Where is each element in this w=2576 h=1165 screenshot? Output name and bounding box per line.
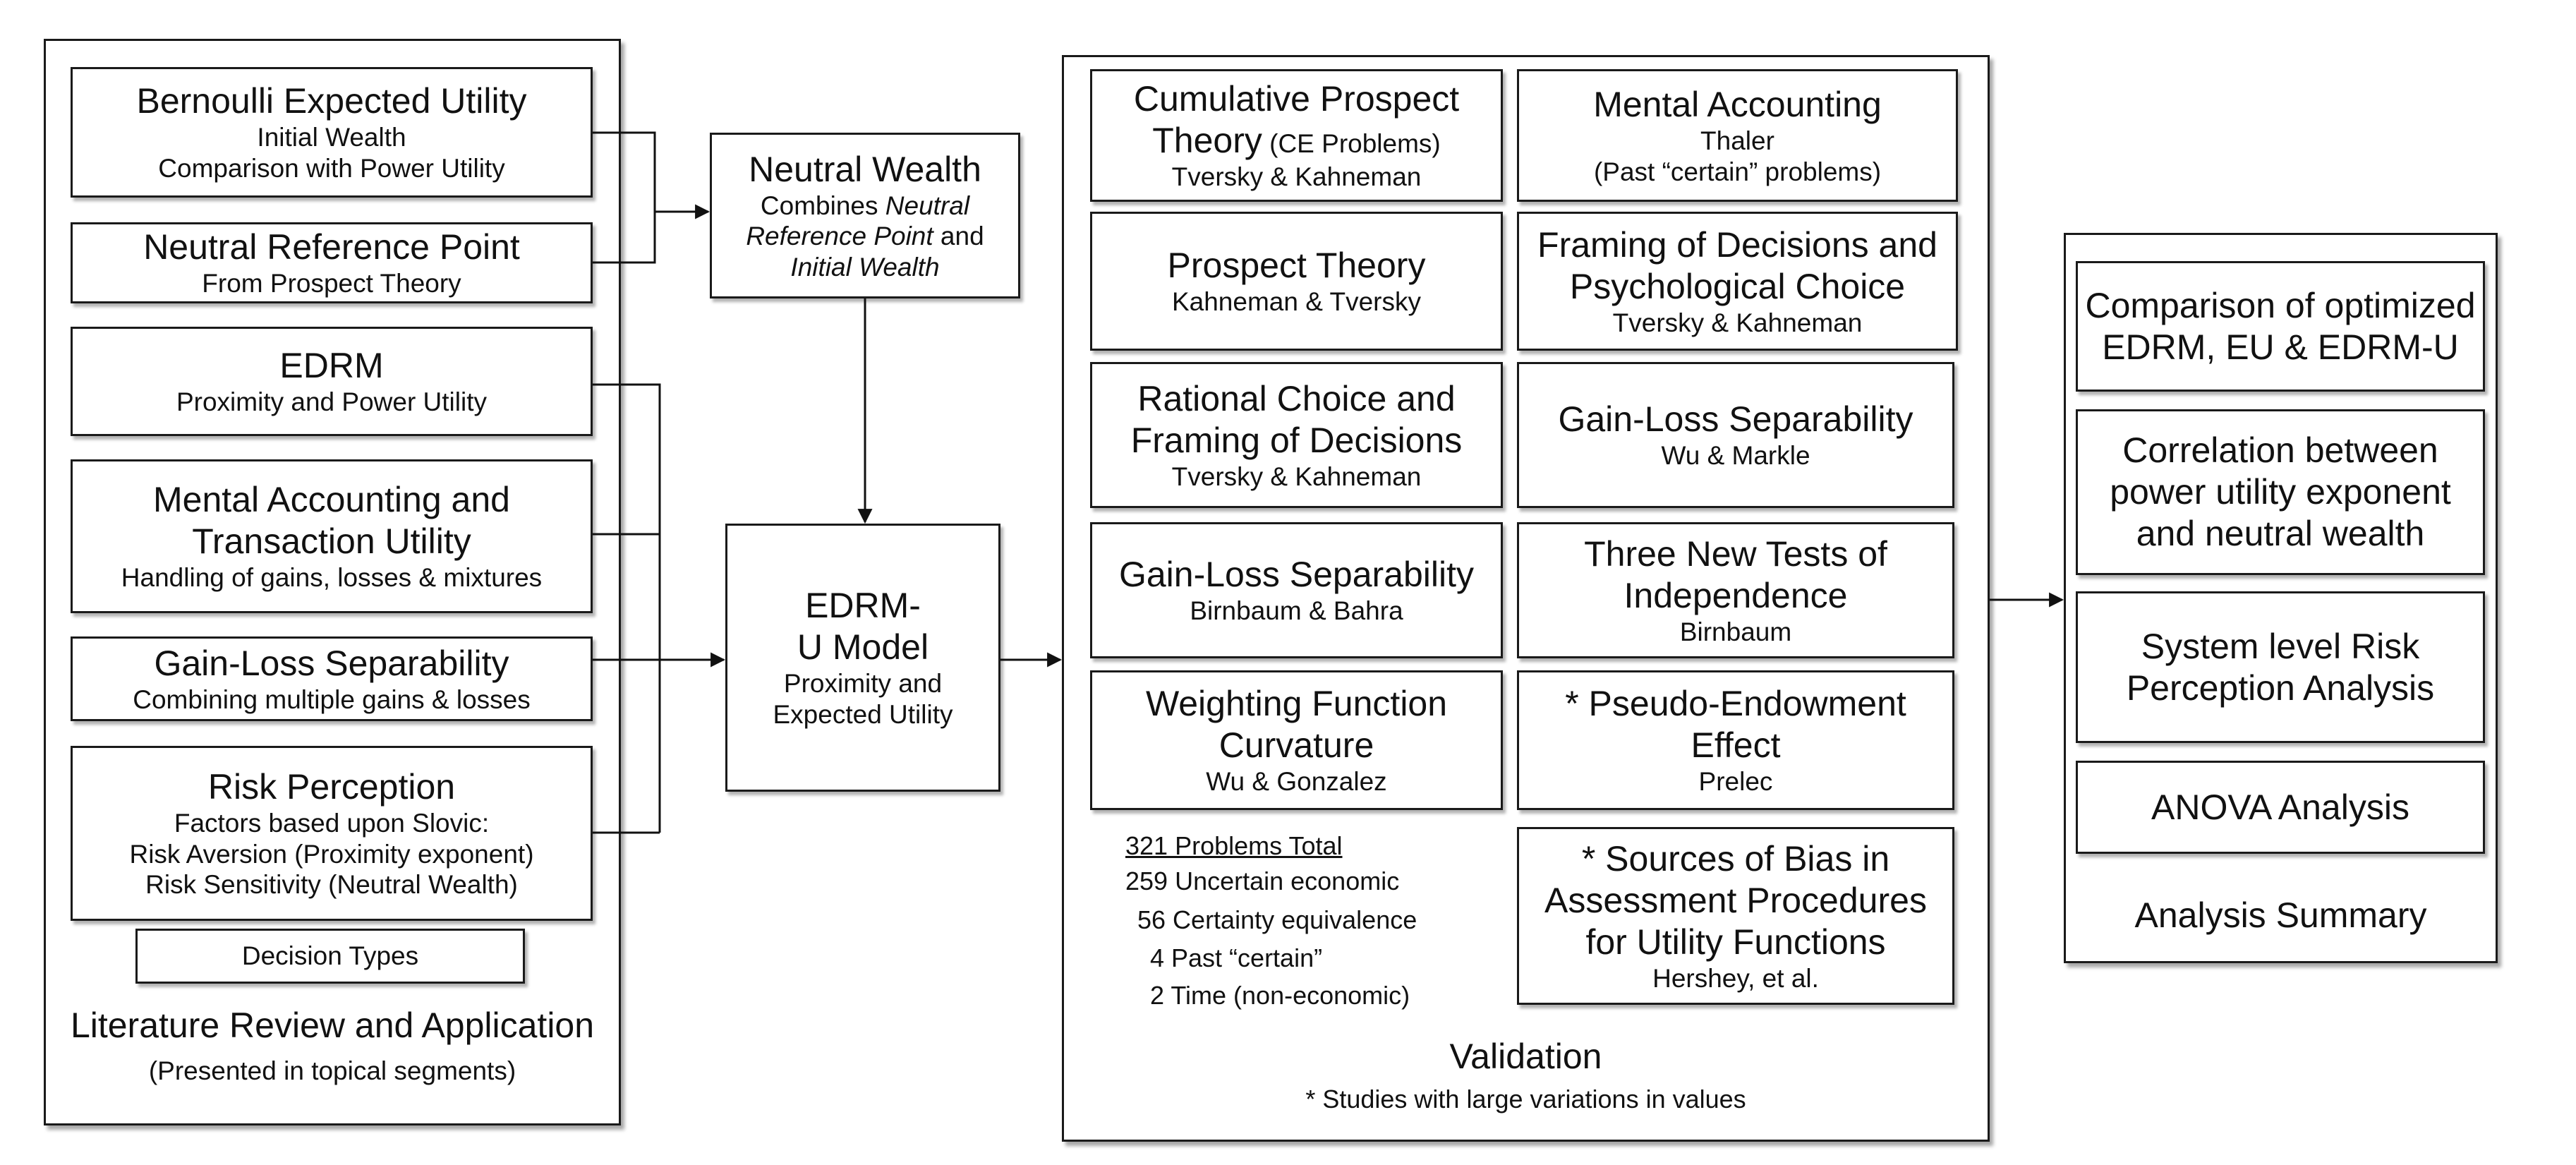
bernoulli-line1: Initial Wealth bbox=[257, 123, 406, 152]
edrmu-title2: U Model bbox=[797, 627, 929, 668]
compare-title1: Comparison of optimized bbox=[2085, 285, 2476, 325]
three-title1: Three New Tests of bbox=[1584, 533, 1887, 574]
decision-types-label: Decision Types bbox=[241, 941, 419, 971]
edrmu-title1: EDRM- bbox=[805, 586, 921, 626]
sources-bias-box: * Sources of Bias in Assessment Procedur… bbox=[1517, 827, 1954, 1005]
weighting-title1: Weighting Function bbox=[1145, 684, 1448, 724]
framing-psych-box: Framing of Decisions and Psychological C… bbox=[1517, 212, 1958, 351]
validation-title: Validation bbox=[1449, 1037, 1602, 1076]
cpt-authors: Tversky & Kahneman bbox=[1171, 162, 1422, 192]
ma-title: Mental Accounting bbox=[1593, 84, 1882, 124]
rational-choice-box: Rational Choice and Framing of Decisions… bbox=[1090, 362, 1503, 508]
edrmu-line2: Expected Utility bbox=[773, 700, 953, 729]
risk-line1: Factors based upon Slovic: bbox=[174, 809, 490, 838]
mental-accounting-val-box: Mental Accounting Thaler (Past “certain”… bbox=[1517, 69, 1958, 202]
sources-title1: * Sources of Bias in bbox=[1581, 838, 1890, 879]
prospect-theory-box: Prospect Theory Kahneman & Tversky bbox=[1090, 212, 1503, 351]
anova-title: ANOVA Analysis bbox=[2151, 787, 2409, 827]
weighting-function-box: Weighting Function Curvature Wu & Gonzal… bbox=[1090, 670, 1503, 810]
pseudo-title2: Effect bbox=[1691, 725, 1781, 766]
risk-perception-box: Risk Perception Factors based upon Slovi… bbox=[71, 746, 593, 921]
edrm-box: EDRM Proximity and Power Utility bbox=[71, 327, 593, 436]
three-author: Birnbaum bbox=[1679, 617, 1792, 646]
neutral-wealth-title: Neutral Wealth bbox=[749, 149, 981, 189]
ma-line2: (Past “certain” problems) bbox=[1593, 157, 1882, 186]
edrmu-model-box: EDRM- U Model Proximity and Expected Uti… bbox=[725, 524, 1000, 792]
gainloss-box: Gain-Loss Separability Combining multipl… bbox=[71, 636, 593, 721]
mental-accounting-box: Mental Accounting and Transaction Utilit… bbox=[71, 459, 593, 613]
mental-title2: Transaction Utility bbox=[192, 521, 471, 562]
bernoulli-line2: Comparison with Power Utility bbox=[158, 154, 505, 183]
comparison-box: Comparison of optimized EDRM, EU & EDRM-… bbox=[2076, 261, 2485, 392]
weighting-title2: Curvature bbox=[1219, 725, 1374, 766]
pseudo-title1: * Pseudo-Endowment bbox=[1565, 684, 1906, 724]
gainloss-line1: Combining multiple gains & losses bbox=[133, 684, 531, 714]
correlation-box: Correlation between power utility expone… bbox=[2076, 409, 2485, 575]
cpt-title1: Cumulative Prospect bbox=[1133, 79, 1460, 119]
compare-title2: EDRM, EU & EDRM-U bbox=[2102, 327, 2459, 367]
corr-title3: and neutral wealth bbox=[2136, 514, 2425, 553]
decision-types-box: Decision Types bbox=[135, 929, 525, 984]
neutral-wealth-line2: Reference Point and bbox=[746, 222, 984, 251]
problems-past: 4 Past “certain” bbox=[1150, 943, 1323, 972]
corr-title1: Correlation between bbox=[2122, 430, 2438, 470]
risk-title: Risk Perception bbox=[207, 767, 456, 807]
glbb-title: Gain-Loss Separability bbox=[1118, 555, 1475, 595]
system-title1: System level Risk bbox=[2141, 626, 2420, 666]
neutral-ref-line1: From Prospect Theory bbox=[202, 269, 461, 298]
edrmu-line1: Proximity and bbox=[783, 669, 943, 699]
three-title2: Independence bbox=[1623, 575, 1848, 615]
framing-title2: Psychological Choice bbox=[1569, 266, 1906, 306]
pseudo-author: Prelec bbox=[1698, 767, 1773, 797]
neutral-wealth-box: Neutral Wealth Combines Neutral Referenc… bbox=[710, 133, 1020, 298]
neutral-wealth-line3: Initial Wealth bbox=[790, 252, 940, 282]
edrm-line1: Proximity and Power Utility bbox=[176, 387, 487, 417]
ma-author: Thaler bbox=[1700, 126, 1774, 155]
neutral-ref-box: Neutral Reference Point From Prospect Th… bbox=[71, 222, 593, 303]
sources-title2: Assessment Procedures bbox=[1544, 880, 1927, 920]
glwm-authors: Wu & Markle bbox=[1661, 441, 1810, 471]
problems-uncertain: 259 Uncertain economic bbox=[1125, 867, 1400, 895]
problems-total: 321 Problems Total bbox=[1125, 831, 1343, 860]
system-title2: Perception Analysis bbox=[2126, 668, 2435, 708]
pt-title: Prospect Theory bbox=[1167, 246, 1426, 286]
corr-title2: power utility exponent bbox=[2110, 472, 2451, 512]
rational-title2: Framing of Decisions bbox=[1130, 420, 1463, 460]
gainloss-wm-box: Gain-Loss Separability Wu & Markle bbox=[1517, 362, 1954, 508]
bernoulli-box: Bernoulli Expected Utility Initial Wealt… bbox=[71, 67, 593, 198]
risk-line3: Risk Sensitivity (Neutral Wealth) bbox=[145, 870, 518, 900]
mental-title1: Mental Accounting and bbox=[153, 480, 510, 520]
mental-line1: Handling of gains, losses & mixtures bbox=[121, 563, 543, 593]
analysis-title: Analysis Summary bbox=[2134, 895, 2427, 935]
three-tests-box: Three New Tests of Independence Birnbaum bbox=[1517, 522, 1954, 658]
risk-line2: Risk Aversion (Proximity exponent) bbox=[129, 839, 534, 869]
glwm-title: Gain-Loss Separability bbox=[1558, 399, 1913, 440]
problems-certainty: 56 Certainty equivalence bbox=[1137, 905, 1417, 934]
pseudo-endowment-box: * Pseudo-Endowment Effect Prelec bbox=[1517, 670, 1954, 810]
rational-title1: Rational Choice and bbox=[1137, 378, 1456, 418]
framing-title1: Framing of Decisions and bbox=[1537, 224, 1937, 265]
cpt-title2: Theory (CE Problems) bbox=[1152, 121, 1441, 161]
literature-title: Literature Review and Application bbox=[70, 1006, 595, 1045]
validation-note: * Studies with large variations in value… bbox=[1305, 1085, 1746, 1113]
rational-authors: Tversky & Kahneman bbox=[1171, 461, 1422, 491]
neutral-wealth-line1: Combines Neutral bbox=[760, 191, 970, 220]
sources-authors: Hershey, et al. bbox=[1652, 963, 1819, 993]
framing-authors: Tversky & Kahneman bbox=[1612, 308, 1863, 337]
bernoulli-title: Bernoulli Expected Utility bbox=[136, 81, 527, 121]
cpt-box: Cumulative Prospect Theory (CE Problems)… bbox=[1090, 69, 1503, 202]
glbb-authors: Birnbaum & Bahra bbox=[1190, 596, 1403, 626]
pt-authors: Kahneman & Tversky bbox=[1171, 287, 1422, 317]
problems-time: 2 Time (non-economic) bbox=[1150, 981, 1410, 1010]
weighting-authors: Wu & Gonzalez bbox=[1206, 767, 1387, 797]
anova-box: ANOVA Analysis bbox=[2076, 761, 2485, 854]
edrm-title: EDRM bbox=[279, 346, 384, 386]
literature-subtitle: (Presented in topical segments) bbox=[148, 1056, 516, 1085]
neutral-ref-title: Neutral Reference Point bbox=[143, 227, 520, 267]
system-level-box: System level Risk Perception Analysis bbox=[2076, 591, 2485, 743]
sources-title3: for Utility Functions bbox=[1585, 922, 1886, 962]
gainloss-title: Gain-Loss Separability bbox=[154, 643, 509, 683]
gainloss-bb-box: Gain-Loss Separability Birnbaum & Bahra bbox=[1090, 522, 1503, 658]
